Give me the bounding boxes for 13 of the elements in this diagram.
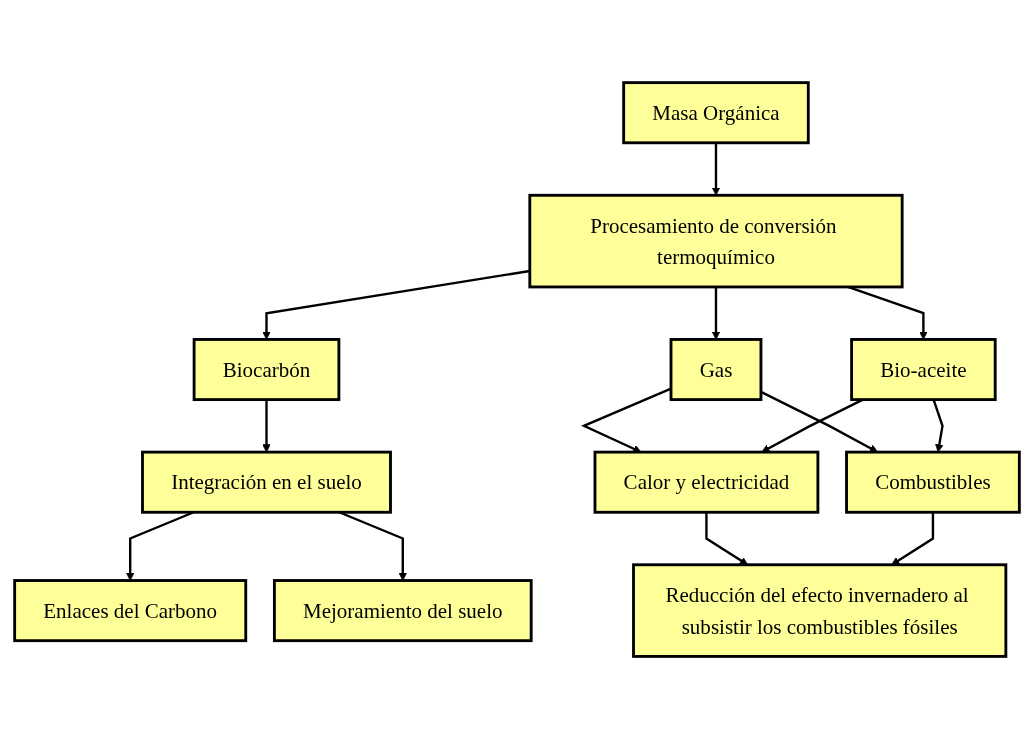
arrow bbox=[261, 400, 271, 453]
node-box: Calor y electricidad bbox=[593, 451, 819, 515]
node-box: Combustibles bbox=[844, 451, 1021, 515]
node-box: Masa Orgánica bbox=[621, 81, 810, 145]
node-box: Enlaces del Carbono bbox=[12, 579, 247, 643]
node-box: Integración en el suelo bbox=[140, 451, 392, 515]
node-box: Gas bbox=[669, 338, 762, 402]
node-box: Bio-aceite bbox=[849, 338, 997, 402]
arrow bbox=[704, 512, 748, 566]
node-box: Mejoramiento del suelo bbox=[272, 579, 533, 643]
node-box: Reducción del efecto invernadero al subsistir los combustibles fósiles bbox=[631, 563, 1007, 659]
node-box: Procesamiento de conversión termoquímico bbox=[527, 194, 904, 289]
node-box: Biocarbón bbox=[192, 338, 340, 402]
